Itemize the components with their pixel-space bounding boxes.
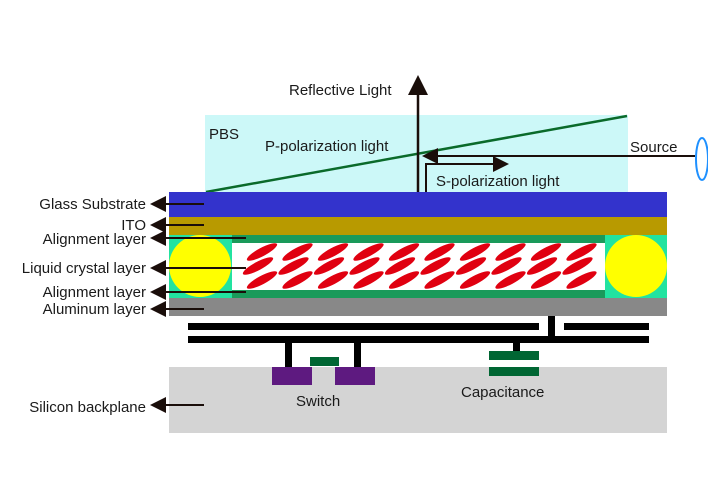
silicon-backplane bbox=[169, 367, 667, 433]
capacitance-label: Capacitance bbox=[461, 384, 544, 401]
reflective-light-label: Reflective Light bbox=[289, 82, 392, 99]
lc-molecule bbox=[278, 257, 309, 275]
svg-text:ITO: ITO bbox=[121, 217, 146, 234]
via-switch-right bbox=[354, 340, 361, 368]
svg-text:Silicon backplane: Silicon backplane bbox=[29, 399, 146, 416]
lc-molecule bbox=[526, 257, 558, 275]
lc-molecule bbox=[317, 243, 349, 261]
layer-label-silicon: Silicon backplane bbox=[29, 397, 204, 416]
switch-gate bbox=[310, 357, 339, 366]
spacer-ball-right bbox=[605, 235, 667, 297]
capacitor-plate-bottom bbox=[489, 367, 539, 376]
wire-bottom bbox=[188, 336, 649, 343]
lc-molecule bbox=[282, 271, 313, 289]
lc-molecule bbox=[459, 243, 491, 261]
p-polarization-beam bbox=[205, 114, 628, 194]
lc-molecule bbox=[353, 271, 384, 289]
lc-molecule bbox=[495, 271, 526, 289]
s-polarization-arrow bbox=[425, 156, 509, 192]
layer-label-liquid-crystal: Liquid crystal layer bbox=[22, 260, 246, 277]
switch-source-pad bbox=[272, 367, 312, 385]
lc-molecule bbox=[495, 243, 526, 261]
svg-text:Glass Substrate: Glass Substrate bbox=[39, 196, 146, 213]
lc-molecule bbox=[566, 243, 597, 261]
lc-molecule bbox=[317, 271, 349, 289]
lc-molecule bbox=[562, 257, 593, 275]
lc-molecule bbox=[388, 243, 420, 261]
source-lens-icon bbox=[695, 137, 708, 181]
switch-drain-pad bbox=[335, 367, 375, 385]
lc-molecule bbox=[424, 271, 455, 289]
svg-text:Alignment layer: Alignment layer bbox=[43, 284, 146, 301]
liquid-crystal-molecules bbox=[242, 243, 597, 289]
lc-molecule bbox=[424, 243, 455, 261]
lc-molecule bbox=[246, 243, 278, 261]
source-label: Source bbox=[630, 139, 678, 156]
lc-molecule bbox=[246, 271, 278, 289]
lc-molecule bbox=[530, 243, 562, 261]
alignment-layer-bottom bbox=[232, 290, 605, 298]
layer-label-glass: Glass Substrate bbox=[39, 196, 204, 213]
svg-text:Alignment layer: Alignment layer bbox=[43, 231, 146, 248]
lc-molecule bbox=[384, 257, 416, 275]
wire-top-left bbox=[188, 323, 539, 330]
ito-layer bbox=[169, 217, 667, 235]
glass-substrate-layer bbox=[169, 192, 667, 217]
wire-top-right bbox=[564, 323, 649, 330]
lc-molecule bbox=[282, 243, 313, 261]
via-switch-left bbox=[285, 340, 292, 368]
spacer-ball-left bbox=[169, 235, 231, 297]
svg-text:Aluminum layer: Aluminum layer bbox=[43, 301, 146, 318]
capacitor-plate-top bbox=[489, 351, 539, 360]
lc-molecule bbox=[388, 271, 420, 289]
pbs-label: PBS bbox=[209, 126, 239, 143]
layer-label-alignment-bottom: Alignment layer bbox=[43, 284, 246, 301]
alignment-layer-top bbox=[232, 235, 605, 243]
layer-label-alignment-top: Alignment layer bbox=[43, 230, 246, 248]
lc-molecule bbox=[353, 243, 384, 261]
lc-molecule bbox=[420, 257, 451, 275]
via-capacitor bbox=[513, 340, 520, 352]
lc-molecule bbox=[530, 271, 562, 289]
layer-label-ito: ITO bbox=[121, 217, 204, 234]
lc-molecule bbox=[313, 257, 345, 275]
lc-molecule bbox=[459, 271, 491, 289]
p-polarization-label: P-polarization light bbox=[265, 138, 389, 155]
lc-molecule bbox=[566, 271, 597, 289]
lc-molecule bbox=[491, 257, 522, 275]
lc-molecule bbox=[349, 257, 380, 275]
aluminum-layer bbox=[169, 298, 667, 316]
svg-text:Liquid crystal layer: Liquid crystal layer bbox=[22, 260, 146, 277]
switch-label: Switch bbox=[296, 393, 340, 410]
lc-molecule bbox=[242, 257, 274, 275]
layer-label-aluminum: Aluminum layer bbox=[43, 301, 204, 318]
lc-molecule bbox=[455, 257, 487, 275]
via-aluminum bbox=[548, 316, 555, 340]
s-polarization-label: S-polarization light bbox=[436, 173, 560, 190]
